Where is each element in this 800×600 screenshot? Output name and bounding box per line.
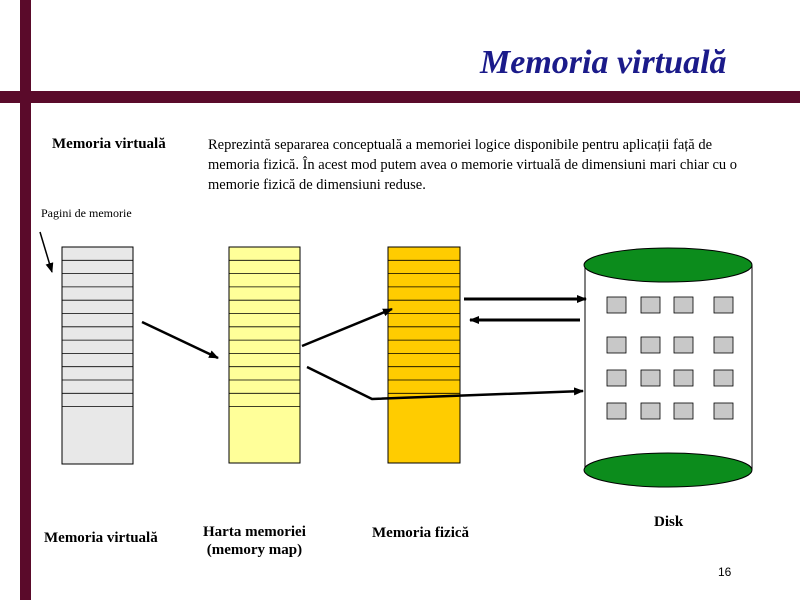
virtual-memory-column [61,246,134,465]
caption-memory-map-line1: Harta memoriei [203,524,306,540]
disk-body [585,265,752,470]
disk-block [606,336,627,354]
disk-block [713,296,734,314]
map-to-disk-arrow [306,365,584,401]
pages-label-arrow [39,231,54,273]
map-to-physical-arrow [301,307,393,348]
caption-memory-map-line2: (memory map) [206,542,303,558]
caption-physical-memory: Memoria fizică [372,525,470,541]
disk-block [673,402,694,420]
left-accent-bar [20,0,31,600]
disk-block [673,296,694,314]
pages-label: Pagini de memorie [41,206,132,220]
disk-block [673,336,694,354]
caption-memory-map: Harta memoriei (memory map) [203,523,306,559]
caption-disk: Disk [654,514,684,530]
disk-block [713,402,734,420]
disk-block [606,296,627,314]
memory-map-box [228,246,301,464]
disk-block [640,336,661,354]
disk-block [640,402,661,420]
slide-title: Memoria virtuală [480,44,727,81]
disk-block [713,336,734,354]
physical-memory-column [387,246,461,464]
disk-block [606,369,627,387]
caption-virtual-memory: Memoria virtuală [44,530,158,546]
physical-memory-box [387,246,461,464]
memory-map-column [228,246,301,464]
disk-block [640,296,661,314]
disk-block [673,369,694,387]
page-number: 16 [718,565,732,579]
virtual-to-map-arrow [141,320,219,360]
title-underline-bar [0,91,800,103]
disk-block [640,369,661,387]
definition-term: Memoria virtuală [52,136,166,152]
virtual-memory-box [61,246,134,465]
disk-top [583,247,753,283]
disk-cylinder [583,247,753,488]
disk-bottom [583,452,753,488]
disk-block [606,402,627,420]
disk-block [713,369,734,387]
definition-text: Reprezintă separarea conceptuală a memor… [208,137,738,193]
